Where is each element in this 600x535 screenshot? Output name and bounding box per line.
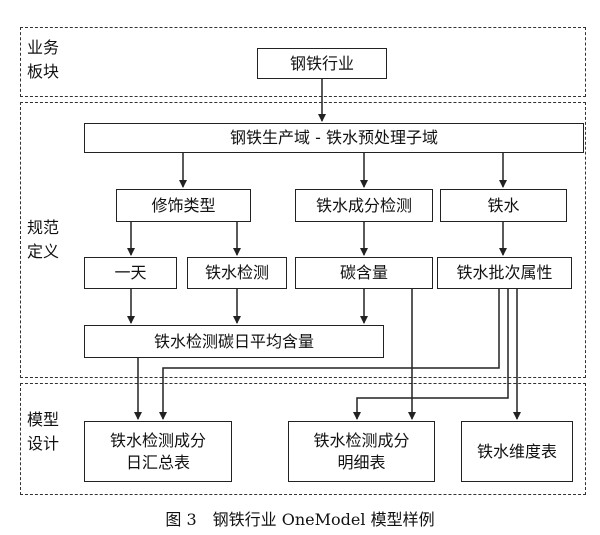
model-section-label: 模型 设计	[27, 410, 60, 453]
node-hot-metal-test: 铁水检测	[187, 257, 287, 289]
arrow-batch-to-detail	[353, 289, 509, 420]
spec-section-label: 规范 定义	[27, 218, 60, 261]
business-section-label: 业务 板块	[27, 38, 60, 81]
arrow-batch-to-summary	[159, 289, 500, 420]
node-one-day: 一天	[84, 257, 177, 289]
node-dimension-table: 铁水维度表	[461, 421, 573, 482]
node-daily-summary: 铁水检测成分 日汇总表	[84, 421, 232, 482]
model-section	[20, 383, 586, 495]
business-section	[20, 27, 586, 97]
spec-section	[20, 102, 586, 378]
node-batch-attr: 铁水批次属性	[437, 257, 572, 289]
node-domain: 钢铁生产域 - 铁水预处理子域	[84, 123, 584, 153]
figure-caption: 图 3 钢铁行业 OneModel 模型样例	[165, 510, 435, 529]
node-hot-metal: 铁水	[440, 189, 567, 222]
node-modifier-type: 修饰类型	[116, 189, 251, 222]
node-steel-industry: 钢铁行业	[257, 48, 387, 79]
node-detail-table: 铁水检测成分 明细表	[288, 421, 435, 482]
node-composition-test: 铁水成分检测	[295, 189, 433, 222]
node-daily-avg-carbon: 铁水检测碳日平均含量	[84, 325, 384, 358]
node-carbon-content: 碳含量	[295, 257, 433, 289]
